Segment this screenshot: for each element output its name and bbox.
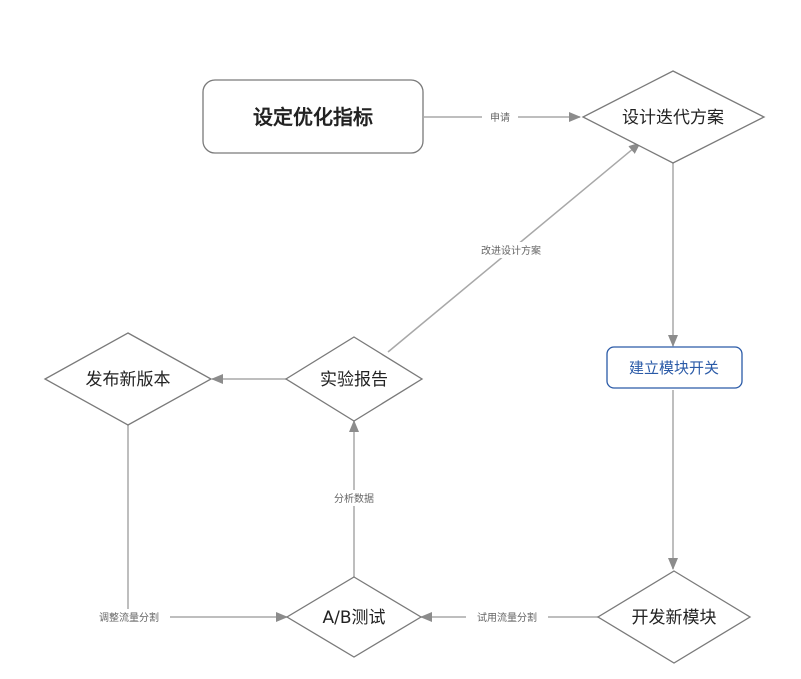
node-module-switch-label: 建立模块开关 bbox=[629, 359, 719, 377]
node-release-version-diamond bbox=[43, 332, 213, 426]
edge-label-analyze-data: 分析数据 bbox=[334, 492, 374, 505]
node-module-switch: 建立模块开关 bbox=[606, 346, 743, 389]
node-develop-module: 开发新模块 bbox=[596, 570, 752, 664]
edge-label-adjust-traffic-split: 调整流量分割 bbox=[99, 611, 159, 624]
node-set-metrics: 设定优化指标 bbox=[202, 79, 424, 154]
node-design-plan-diamond bbox=[581, 70, 766, 164]
node-develop-module-diamond bbox=[596, 570, 752, 664]
node-experiment-report: 实验报告 bbox=[284, 336, 424, 422]
node-release-version: 发布新版本 bbox=[43, 332, 213, 426]
node-set-metrics-label: 设定优化指标 bbox=[253, 105, 373, 129]
edge-labels: 申请 改进设计方案 试用流量分割 分析数据 调整流量分割 bbox=[88, 109, 552, 625]
node-module-switch-box bbox=[606, 346, 743, 389]
node-set-metrics-box bbox=[202, 79, 424, 154]
node-ab-test-diamond bbox=[285, 576, 423, 658]
node-experiment-report-diamond bbox=[284, 336, 424, 422]
node-develop-module-label: 开发新模块 bbox=[632, 608, 717, 628]
edge-release-to-abtest bbox=[127, 425, 288, 622]
edge-label-apply: 申请 bbox=[490, 111, 510, 124]
node-experiment-report-label: 实验报告 bbox=[320, 370, 388, 390]
edge-label-improve-design: 改进设计方案 bbox=[481, 244, 541, 257]
node-ab-test-label: A/B测试 bbox=[322, 608, 385, 628]
node-design-plan-label: 设计迭代方案 bbox=[622, 108, 724, 128]
node-ab-test: A/B测试 bbox=[285, 576, 423, 658]
node-release-version-label: 发布新版本 bbox=[86, 370, 171, 390]
edge-label-trial-traffic-split: 试用流量分割 bbox=[477, 611, 537, 624]
node-design-plan: 设计迭代方案 bbox=[581, 70, 766, 164]
